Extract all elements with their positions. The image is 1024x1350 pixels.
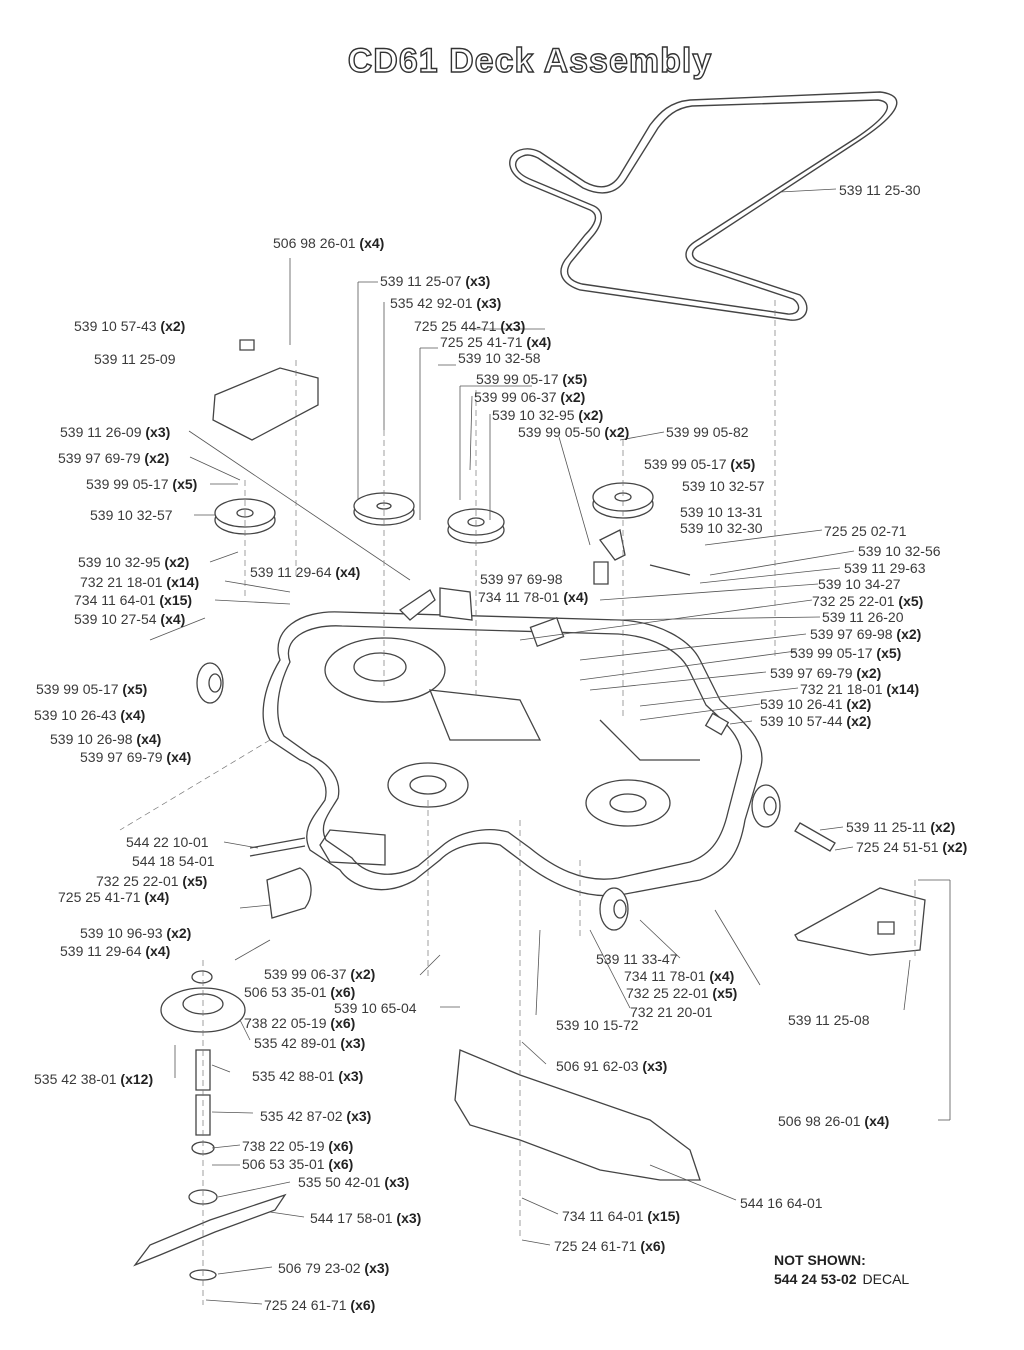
callout: 734 11 64-01 (x15) [562, 1208, 681, 1224]
callout: 539 11 29-63 [844, 560, 926, 576]
callout: 539 99 05-17 (x5) [86, 476, 198, 492]
callout: 506 79 23-02 (x3) [278, 1260, 390, 1276]
callout: 535 42 88-01 (x3) [252, 1068, 364, 1084]
callout: 539 99 05-50 (x2) [518, 424, 630, 440]
callout: 539 11 26-09 (x3) [60, 424, 171, 440]
callout: 539 10 32-95 (x2) [492, 407, 604, 423]
callout: 539 97 69-79 (x4) [80, 749, 192, 765]
callout: 535 42 89-01 (x3) [254, 1035, 366, 1051]
callout: 539 10 32-57 [90, 507, 173, 523]
callout: 539 11 29-64 (x4) [250, 564, 361, 580]
callout: 725 25 44-71 (x3) [414, 318, 526, 334]
callout: 539 10 34-27 [818, 576, 901, 592]
callout: 539 10 65-04 [334, 1000, 417, 1016]
callout: 506 53 35-01 (x6) [244, 984, 356, 1000]
callout: 539 10 26-98 (x4) [50, 731, 162, 747]
callout: 539 11 25-30 [839, 182, 921, 198]
callout: 544 17 58-01 (x3) [310, 1210, 422, 1226]
callout: 539 10 57-43 (x2) [74, 318, 186, 334]
callout: 535 50 42-01 (x3) [298, 1174, 410, 1190]
callout: 539 11 26-20 [822, 609, 904, 625]
gauge-wheels-hardware [197, 530, 835, 930]
callout: 506 53 35-01 (x6) [242, 1156, 354, 1172]
callout: 734 11 64-01 (x15) [74, 592, 193, 608]
callout: 539 10 32-57 [682, 478, 765, 494]
callout: 734 11 78-01 (x4) [624, 968, 735, 984]
callout: 544 18 54-01 [132, 853, 215, 869]
callout: 539 10 96-93 (x2) [80, 925, 192, 941]
callout: 539 11 25-11 (x2) [846, 819, 956, 835]
callout: 732 21 18-01 (x14) [80, 574, 200, 590]
mower-deck-housing [263, 612, 762, 896]
callout: 539 10 57-44 (x2) [760, 713, 872, 729]
callout: 539 99 05-17 (x5) [476, 371, 588, 387]
diagram-title: CD61 Deck Assembly [347, 41, 713, 80]
callout: 539 99 05-17 (x5) [644, 456, 756, 472]
callout: 539 10 26-41 (x2) [760, 696, 872, 712]
callout: 539 11 29-64 (x4) [60, 943, 171, 959]
callout: 738 22 05-19 (x6) [242, 1138, 354, 1154]
callout: 539 97 69-98 (x2) [810, 626, 922, 642]
callout: 732 25 22-01 (x5) [96, 873, 208, 889]
leader-lines [150, 189, 950, 1304]
callout: 539 99 05-17 (x5) [36, 681, 148, 697]
callout: 732 21 18-01 (x14) [800, 681, 920, 697]
callout: 725 25 02-71 [824, 523, 907, 539]
callout: 539 10 32-56 [858, 543, 941, 559]
callout: 539 99 06-37 (x2) [474, 389, 586, 405]
callout: 539 10 32-95 (x2) [78, 554, 190, 570]
drive-belt [510, 92, 897, 320]
not-shown-part: 544 24 53-02 [774, 1271, 857, 1287]
callout: 539 11 33-47 [596, 951, 678, 967]
not-shown-description: DECAL [862, 1271, 910, 1287]
not-shown-heading: NOT SHOWN: [774, 1252, 866, 1268]
deck-covers [213, 340, 925, 955]
callout: 539 10 26-43 (x4) [34, 707, 146, 723]
callout: 539 99 06-37 (x2) [264, 966, 376, 982]
not-shown-note: NOT SHOWN: 544 24 53-02 DECAL [774, 1251, 909, 1289]
callout: 725 25 41-71 (x4) [440, 334, 552, 350]
callout: 725 25 41-71 (x4) [58, 889, 170, 905]
callout: 539 10 15-72 [556, 1017, 639, 1033]
callout: 732 21 20-01 [630, 1004, 713, 1020]
callout: 539 10 13-31 [680, 504, 763, 520]
callout: 539 97 69-79 (x2) [770, 665, 882, 681]
callout: 738 22 05-19 (x6) [244, 1015, 356, 1031]
callout: 539 99 05-82 [666, 424, 749, 440]
callout: 506 91 62-03 (x3) [556, 1058, 668, 1074]
callout: 544 22 10-01 [126, 834, 209, 850]
callout: 539 10 32-30 [680, 520, 763, 536]
callout: 725 24 61-71 (x6) [264, 1297, 376, 1313]
callout: 734 11 78-01 (x4) [478, 589, 589, 605]
callout: 544 16 64-01 [740, 1195, 823, 1211]
callout: 535 42 92-01 (x3) [390, 295, 502, 311]
callout: 535 42 87-02 (x3) [260, 1108, 372, 1124]
callout: 732 25 22-01 (x5) [626, 985, 738, 1001]
callout: 725 24 51-51 (x2) [856, 839, 968, 855]
callout: 506 98 26-01 (x4) [778, 1113, 890, 1129]
dashed-assembly-lines [120, 300, 915, 1305]
callout: 539 10 27-54 (x4) [74, 611, 186, 627]
callout: 539 11 25-07 (x3) [380, 273, 491, 289]
callout: 725 24 61-71 (x6) [554, 1238, 666, 1254]
callout: 506 98 26-01 (x4) [273, 235, 385, 251]
callout: 539 11 25-09 [94, 351, 176, 367]
callout: 732 25 22-01 (x5) [812, 593, 924, 609]
callout: 539 11 25-08 [788, 1012, 870, 1028]
callout: 539 99 05-17 (x5) [790, 645, 902, 661]
callout: 535 42 38-01 (x12) [34, 1071, 154, 1087]
callout: 539 10 32-58 [458, 350, 541, 366]
callout: 539 97 69-79 (x2) [58, 450, 170, 466]
callout: 539 97 69-98 [480, 571, 563, 587]
